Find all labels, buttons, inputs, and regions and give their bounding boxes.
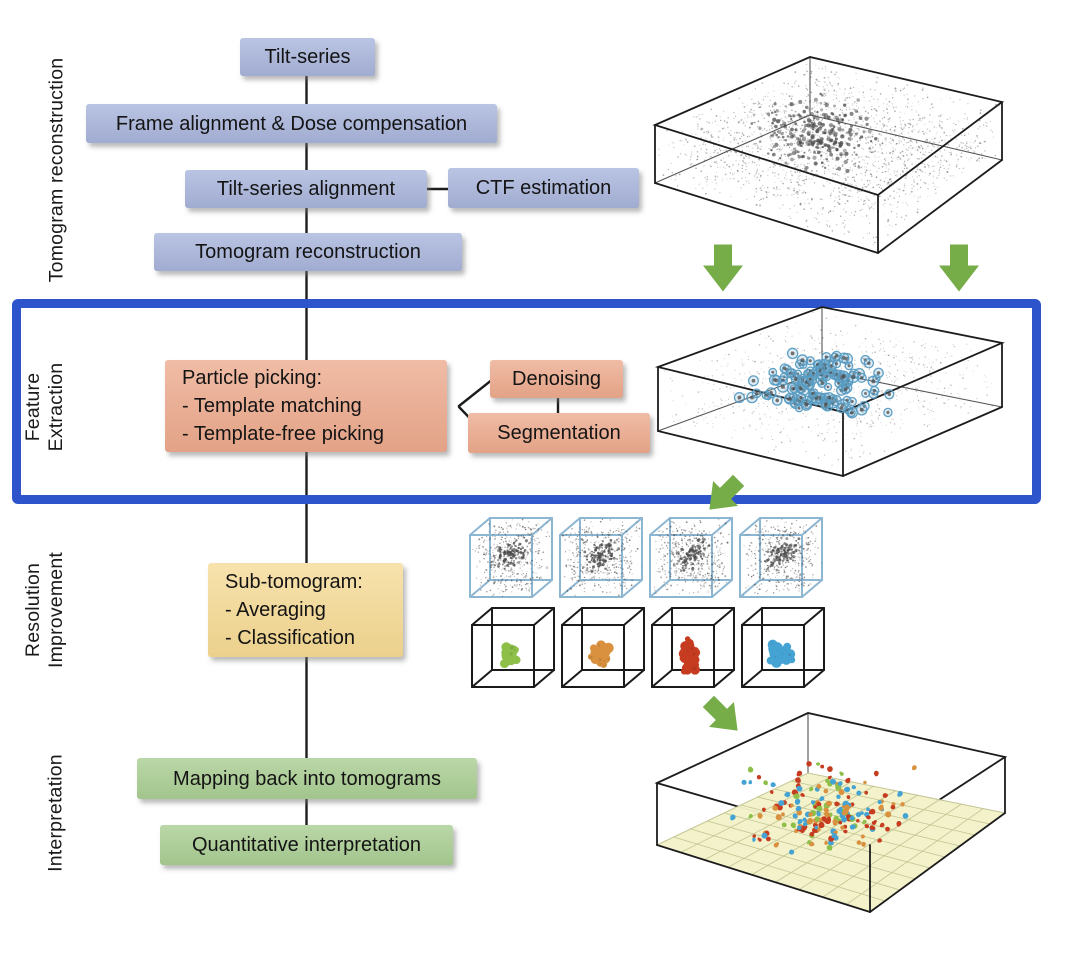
subtomogram-averaging-illustration — [469, 517, 825, 688]
picked-particles-tomogram-illustration — [654, 306, 1005, 477]
mapped-tomogram-illustration — [654, 712, 1008, 913]
feature-extraction-highlight — [12, 299, 1041, 504]
box-denoising: Denoising — [490, 360, 623, 398]
down-right-arrow-icon — [702, 695, 738, 731]
box-tilt-series: Tilt-series — [240, 38, 375, 76]
box-frame-alignment: Frame alignment & Dose compensation — [86, 104, 497, 143]
noisy-tomogram-illustration — [652, 56, 1005, 254]
down-left-arrow-icon — [709, 474, 745, 510]
box-quantitative-interpretation: Quantitative interpretation — [160, 825, 453, 865]
box-tilt-series-alignment: Tilt-series alignment — [185, 170, 427, 208]
box-ctf-estimation: CTF estimation — [448, 168, 639, 208]
down-arrow-icon-left — [703, 244, 743, 292]
down-arrow-icon-right — [939, 244, 979, 292]
box-tomogram-reconstruction: Tomogram reconstruction — [154, 233, 462, 271]
box-mapping-back: Mapping back into tomograms — [137, 758, 477, 799]
box-particle-picking: Particle picking: - Template matching - … — [165, 360, 447, 452]
box-segmentation: Segmentation — [468, 413, 650, 453]
box-sub-tomogram: Sub-tomogram: - Averaging - Classificati… — [208, 563, 403, 657]
